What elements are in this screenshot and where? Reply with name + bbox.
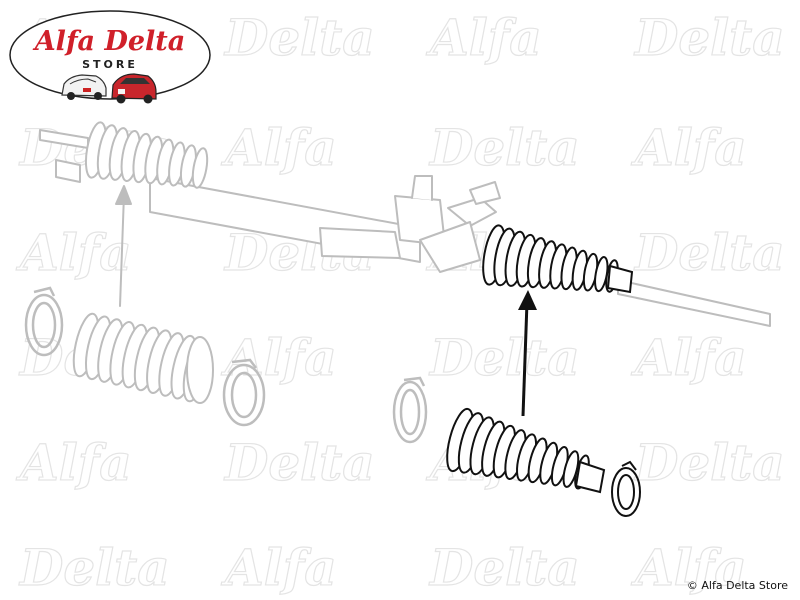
car-white-icon	[61, 74, 107, 100]
watermark-text: Alfa	[631, 538, 747, 597]
watermark-text: Alfa	[631, 118, 747, 177]
watermark-text: Alfa	[221, 118, 337, 177]
store-logo[interactable]: Alfa Delta STORE	[9, 10, 211, 104]
watermark-text: Alfa	[631, 328, 747, 387]
logo-subtitle: STORE	[82, 58, 138, 71]
watermark-text: Alfa	[16, 223, 132, 282]
watermark-text: Delta	[18, 538, 170, 597]
left-clamp-inner	[222, 358, 266, 427]
boot-rib	[191, 147, 209, 189]
watermark-text: Alfa	[221, 538, 337, 597]
car-red-icon	[111, 73, 157, 104]
boot-end-cap	[574, 460, 606, 494]
watermark-text: Delta	[633, 433, 785, 492]
watermark-text: Delta	[633, 8, 785, 67]
logo-title: Alfa Delta	[32, 26, 186, 57]
left-clamp-outer	[24, 286, 64, 357]
watermark-text: Delta	[428, 328, 580, 387]
arrow-up-icon	[518, 290, 537, 417]
boot-end-cap	[606, 264, 634, 294]
watermark-text: Delta	[223, 8, 375, 67]
watermark-text: Delta	[428, 118, 580, 177]
right-clamp-inner-faded	[392, 376, 428, 444]
left-boot-loose	[72, 312, 214, 404]
watermark-text: Delta	[428, 538, 580, 597]
watermark-text: Alfa	[16, 433, 132, 492]
watermark-text: Alfa	[426, 8, 542, 67]
steering-rack-assembly	[39, 121, 771, 327]
right-clamp-outer[interactable]	[611, 460, 641, 517]
watermark-text: Alfa	[221, 328, 337, 387]
right-boot-installed[interactable]	[479, 224, 634, 294]
right-boot-loose[interactable]	[442, 406, 606, 494]
logo-oval	[9, 10, 211, 100]
watermark-text: Delta	[223, 433, 375, 492]
watermark-text: Delta	[633, 223, 785, 282]
left-boot-installed	[84, 121, 209, 189]
copyright-text: © Alfa Delta Store	[686, 579, 788, 592]
